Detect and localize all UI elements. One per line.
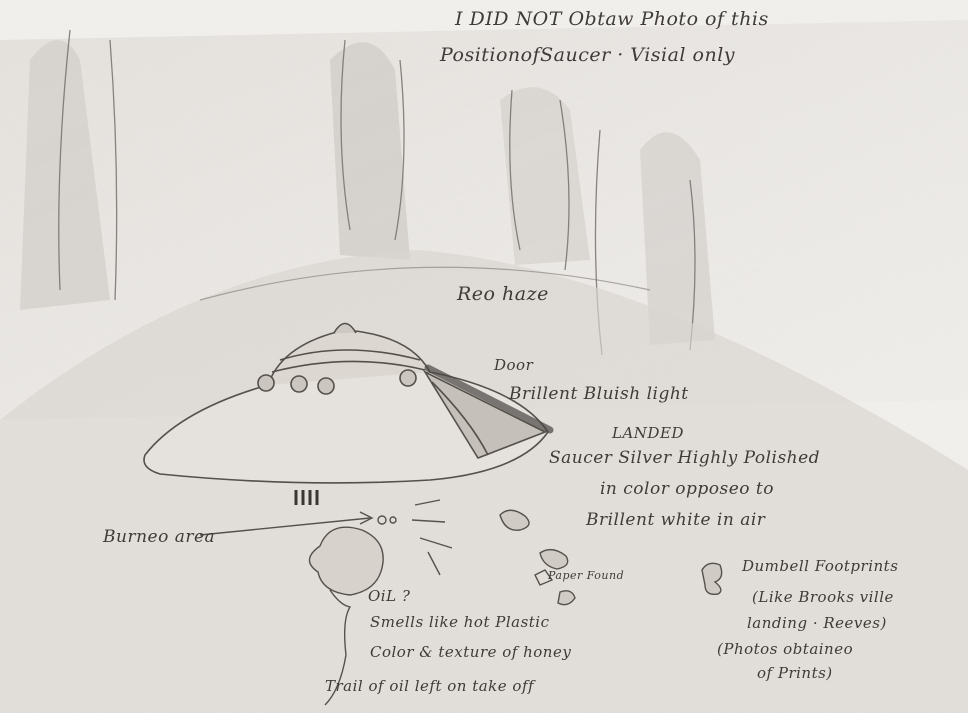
burned-area-label: Burneo area — [103, 527, 215, 547]
door-label: Door — [494, 356, 533, 374]
saucer-description-1: Saucer Silver Highly Polished — [549, 448, 820, 468]
dumbell-label-3: landing · Reeves) — [747, 614, 887, 632]
trail-label: Trail of oil left on take off — [325, 677, 534, 695]
porthole — [258, 375, 274, 391]
paper-found-label: Paper Found — [548, 569, 624, 582]
header-note-line1: I DID NOT Obtaw Photo of this — [455, 8, 769, 30]
photos-label-2: of Prints) — [757, 664, 833, 682]
saucer-description-3: Brillent white in air — [586, 510, 765, 530]
red-haze-label: Reo haze — [457, 283, 549, 305]
porthole — [291, 376, 307, 392]
header-note-line2: PositionofSaucer · Visial only — [440, 44, 735, 66]
saucer-description-2: in color opposeo to — [600, 479, 774, 499]
porthole — [318, 378, 334, 394]
bluish-light-label: Brillent Bluish light — [509, 384, 689, 404]
landed-label: LANDED — [612, 424, 684, 442]
dumbell-label-1: Dumbell Footprints — [742, 557, 898, 575]
oil-label-3: Color & texture of honey — [370, 643, 571, 661]
porthole — [400, 370, 416, 386]
dumbell-label-2: (Like Brooks ville — [752, 588, 894, 606]
oil-label-1: OiL ? — [368, 587, 410, 605]
oil-label-2: Smells like hot Plastic — [370, 613, 550, 631]
photos-label-1: (Photos obtaineo — [717, 640, 853, 658]
